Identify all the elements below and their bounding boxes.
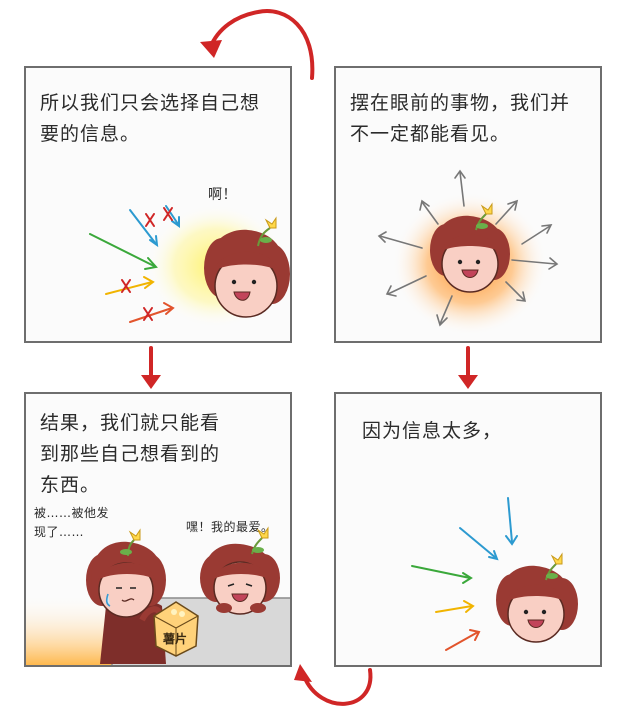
exclaim-text: 啊！ (208, 187, 237, 203)
panel-bottom-right-art (411, 497, 578, 651)
left-down-arrowhead (141, 375, 161, 389)
panel-top-left: 所以我们只会选择自己想 要的信息。 啊！ (24, 66, 292, 343)
panel-bottom-right: 因为信息太多， (334, 392, 602, 667)
radiating-arrows (377, 169, 559, 327)
info-arrows (89, 205, 180, 323)
panel-top-right: 摆在眼前的事物，我们并 不一定都能看见。 (334, 66, 602, 343)
bottom-curve-arrowhead (294, 664, 312, 682)
panel-bottom-left-art (26, 526, 290, 665)
right-down-arrowhead (458, 375, 478, 389)
character-head (496, 552, 578, 643)
panel-bottom-left: 结果，我们就只能看 到那些自己想看到的 东西。 被……被他发 现了…… 嘿！我的… (24, 392, 292, 667)
bottom-curve-arrow (302, 668, 373, 706)
character-head (204, 216, 290, 318)
panel-bottom-right-caption: 因为信息太多， (362, 420, 503, 442)
speech-left: 被……被他发 现了…… (34, 506, 110, 539)
top-curve-arrowhead (200, 40, 222, 58)
character-right (200, 526, 280, 615)
incoming-arrows (411, 497, 518, 651)
panel-top-left-art (89, 204, 290, 328)
panel-top-right-art (377, 169, 559, 336)
panel-top-left-caption: 所以我们只会选择自己想 要的信息。 (40, 92, 261, 145)
speech-right: 嘿！我的最爱。 (186, 520, 274, 534)
panel-bottom-left-caption: 结果，我们就只能看 到那些自己想看到的 东西。 (40, 412, 221, 496)
chips-label: 薯片 (163, 632, 188, 646)
character-head (430, 202, 510, 293)
panel-top-right-caption: 摆在眼前的事物，我们并 不一定都能看见。 (350, 92, 571, 145)
chips-bag-icon (153, 601, 199, 657)
top-curve-arrow (208, 9, 315, 80)
